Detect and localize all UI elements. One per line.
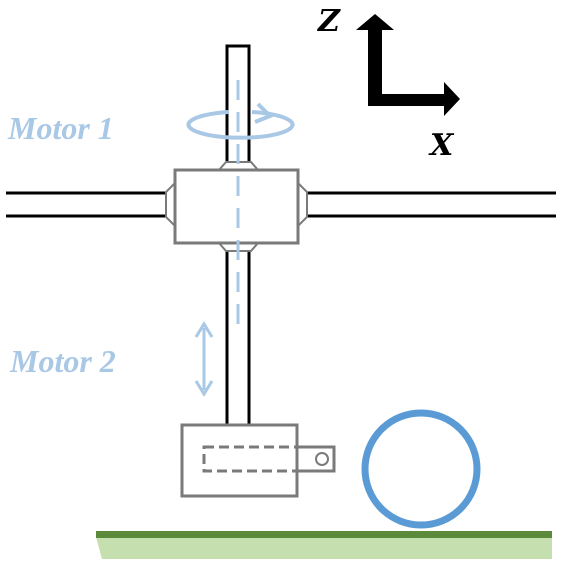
double-arrow-icon xyxy=(194,321,214,397)
axis-indicator: Z X xyxy=(317,4,460,163)
x-axis-label: X xyxy=(428,128,455,163)
vertical-rail-lower xyxy=(225,241,251,427)
motor-1-label: Motor 1 xyxy=(7,110,114,146)
motor-2-label: Motor 2 xyxy=(9,343,116,379)
circular-arrow-icon xyxy=(186,102,295,140)
ring-object xyxy=(361,409,481,529)
carriage-block xyxy=(165,161,308,252)
gripper-pin xyxy=(315,452,329,466)
tool-head xyxy=(180,423,336,498)
ground xyxy=(96,531,552,559)
z-axis-arrow xyxy=(356,14,460,116)
z-axis-label: Z xyxy=(317,4,341,39)
